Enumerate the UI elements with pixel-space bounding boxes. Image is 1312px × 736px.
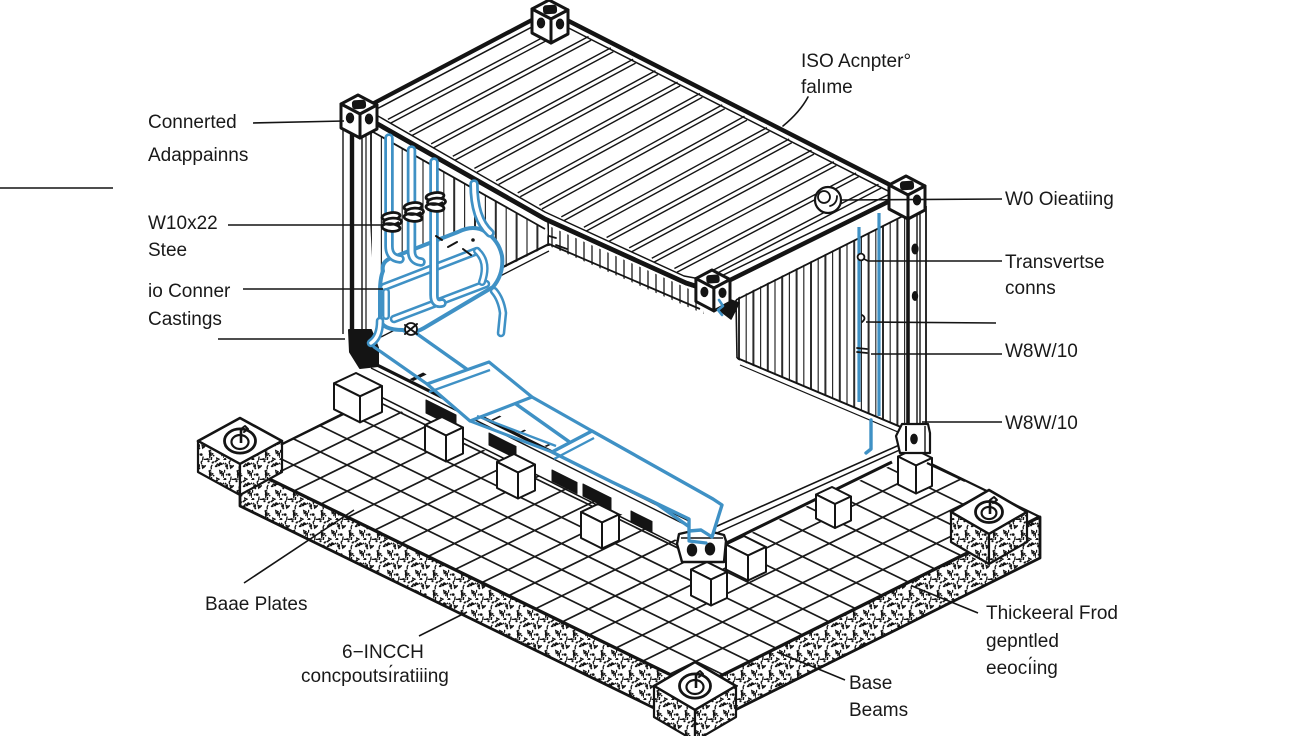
svg-text:falıme: falıme [801, 77, 853, 98]
svg-text:Thickeeral Frod: Thickeeral Frod [986, 603, 1118, 624]
svg-text:ISO Acnpter°: ISO Acnpter° [801, 51, 911, 72]
svg-text:eeocı́ing: eeocı́ing [986, 657, 1058, 679]
svg-text:Adappainns: Adappainns [148, 145, 248, 166]
svg-text:concpoutsı́ratiiing: concpoutsı́ratiiing [301, 665, 449, 687]
svg-text:6−INCCH: 6−INCCH [342, 642, 424, 663]
svg-text:io Conner: io Conner [148, 281, 231, 302]
svg-text:Stee: Stee [148, 240, 187, 261]
svg-text:conns: conns [1005, 278, 1056, 299]
svg-text:Beams: Beams [849, 700, 908, 721]
svg-text:gepntled: gepntled [986, 631, 1059, 652]
svg-text:Transvertse: Transvertse [1005, 252, 1105, 273]
svg-text:W0 Oieatiing: W0 Oieatiing [1005, 189, 1114, 210]
svg-text:W8W/10: W8W/10 [1005, 341, 1078, 362]
svg-text:Castings: Castings [148, 309, 222, 330]
svg-text:Baae Plates: Baae Plates [205, 594, 307, 615]
svg-text:Connerted: Connerted [148, 112, 237, 133]
svg-text:Base: Base [849, 673, 892, 694]
svg-text:W8W/10: W8W/10 [1005, 413, 1078, 434]
svg-text:W10x22: W10x22 [148, 213, 218, 234]
